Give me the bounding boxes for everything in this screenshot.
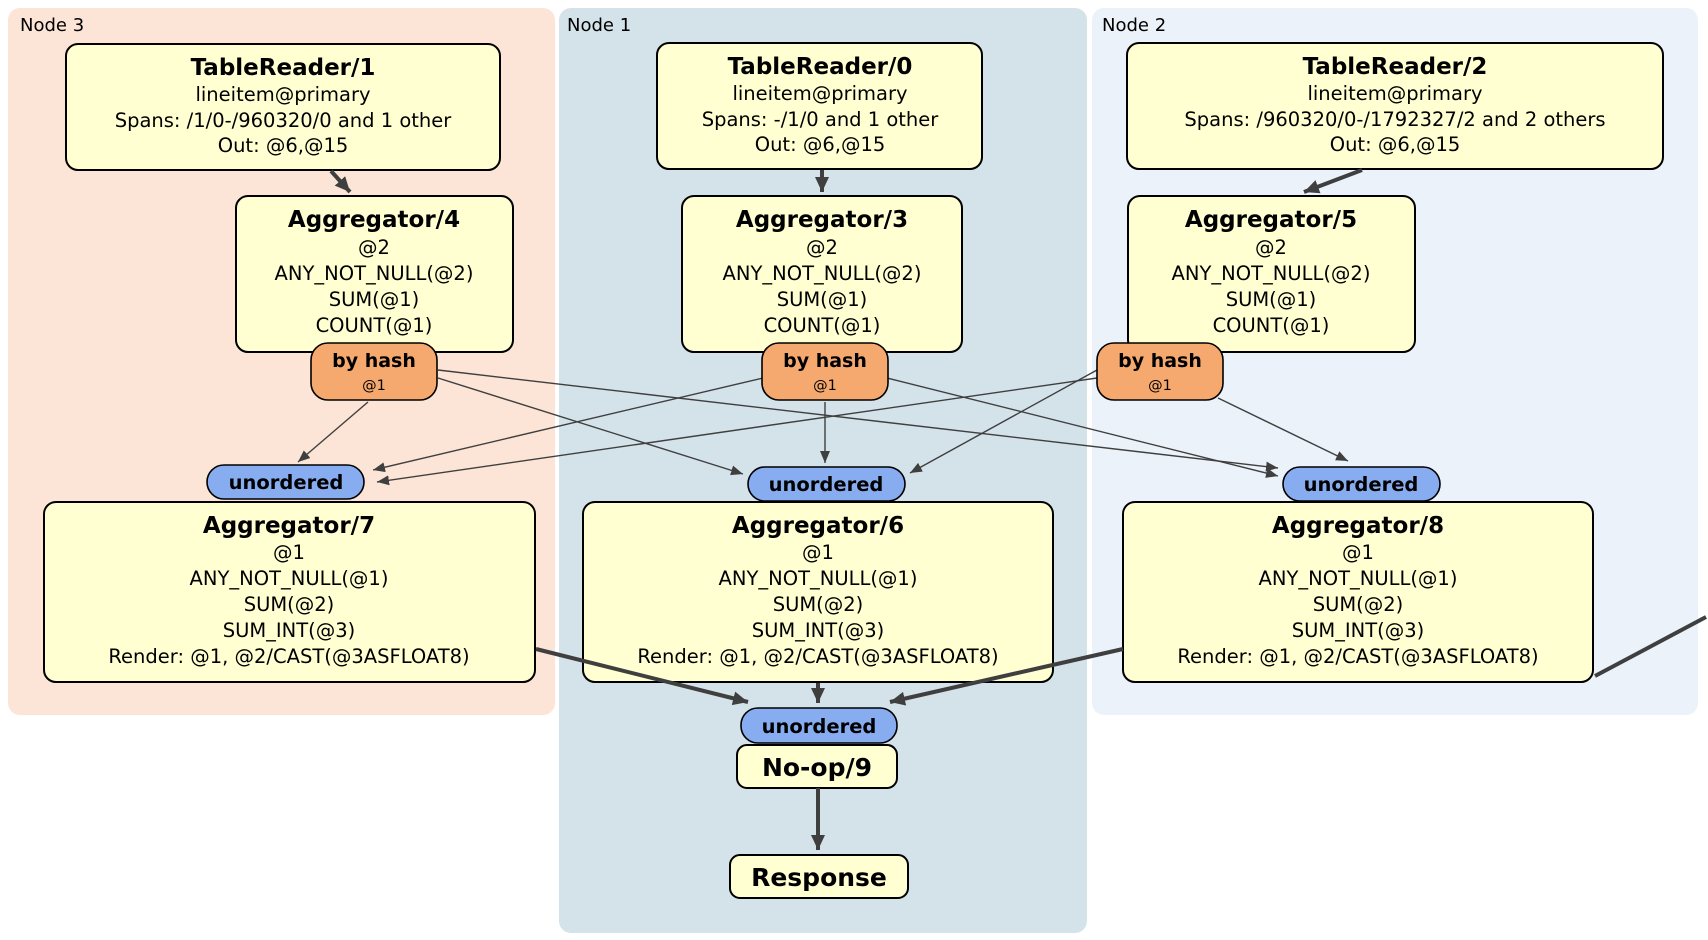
edge-hash4-sync-middle (437, 377, 744, 476)
aggregator6-box (582, 501, 1054, 683)
tablereader0-box (656, 42, 983, 170)
tablereader2-box (1126, 42, 1664, 170)
aggregator7-detail: Render: @1, @2/CAST(@3ASFLOAT8) (108, 645, 469, 668)
tablereader2-title: TableReader/2 (1303, 54, 1488, 80)
aggregator8-detail: ANY_NOT_NULL(@1) (1259, 567, 1458, 590)
tablereader2-detail: Out: @6,@15 (1330, 133, 1461, 156)
aggregator6-detail: Render: @1, @2/CAST(@3ASFLOAT8) (637, 645, 998, 668)
aggregator5-detail: SUM(@1) (1226, 288, 1317, 311)
edge-aggregator8-offcanvas (1594, 615, 1707, 678)
router-hash4 (310, 342, 438, 401)
router-hash4-column: @1 (362, 378, 386, 394)
aggregator8-detail: @1 (1342, 541, 1374, 564)
aggregator4-detail: @2 (358, 236, 390, 259)
aggregator3-detail: @2 (806, 236, 838, 259)
router-hash5 (1096, 342, 1224, 401)
aggregator4-title: Aggregator/4 (288, 207, 460, 233)
edge-hash5-sync-right (1217, 397, 1349, 462)
aggregator3-detail: SUM(@1) (777, 288, 868, 311)
aggregator4-detail: SUM(@1) (329, 288, 420, 311)
aggregator7-title: Aggregator/7 (203, 513, 375, 539)
aggregator3-detail: COUNT(@1) (764, 314, 881, 337)
edge-aggregator8-sync-final (889, 647, 1124, 706)
aggregator6-detail: @1 (802, 541, 834, 564)
tablereader1-detail: lineitem@primary (195, 83, 370, 106)
tablereader0-detail: lineitem@primary (732, 82, 907, 105)
tablereader0-detail: Spans: -/1/0 and 1 other (702, 108, 940, 131)
aggregator8-detail: SUM_INT(@3) (1292, 619, 1425, 642)
edge-tablereader1-aggregator4 (329, 169, 352, 194)
aggregator4-detail: ANY_NOT_NULL(@2) (275, 262, 474, 285)
aggregator8-title: Aggregator/8 (1272, 513, 1444, 539)
aggregator8-detail: Render: @1, @2/CAST(@3ASFLOAT8) (1177, 645, 1538, 668)
sync-left (206, 464, 365, 500)
response-box (729, 854, 909, 899)
sync-final (740, 707, 898, 744)
aggregator6-detail: SUM(@2) (773, 593, 864, 616)
edge-hash5-sync-middle (909, 369, 1098, 474)
aggregator7-detail: SUM(@2) (244, 593, 335, 616)
aggregator5-box (1127, 195, 1416, 353)
aggregator5-title: Aggregator/5 (1185, 207, 1357, 233)
aggregator3-title: Aggregator/3 (736, 207, 908, 233)
aggregator5-detail: ANY_NOT_NULL(@2) (1172, 262, 1371, 285)
region-node1-label: Node 1 (567, 15, 631, 36)
sync-middle-label: unordered (769, 473, 884, 496)
tablereader2-detail: Spans: /960320/0-/1792327/2 and 2 others (1184, 108, 1605, 131)
edge-hash3-sync-left (372, 377, 764, 473)
aggregator5-detail: @2 (1255, 236, 1287, 259)
sync-right (1282, 466, 1441, 502)
noop-title: No-op/9 (762, 753, 872, 782)
aggregator7-detail: ANY_NOT_NULL(@1) (190, 567, 389, 590)
edge-tablereader2-aggregator5 (1303, 168, 1363, 194)
tablereader1-detail: Spans: /1/0-/960320/0 and 1 other (115, 109, 453, 132)
sync-middle (747, 466, 906, 502)
edge-hash5-sync-left (376, 377, 1098, 486)
tablereader0-detail: Out: @6,@15 (755, 133, 886, 156)
tablereader0-title: TableReader/0 (728, 54, 913, 80)
response-title: Response (751, 863, 887, 892)
aggregator5-detail: COUNT(@1) (1213, 314, 1330, 337)
aggregator7-detail: @1 (273, 541, 305, 564)
sync-left-label: unordered (229, 471, 344, 494)
router-hash5-label: by hash (1118, 350, 1202, 372)
aggregator6-detail: SUM_INT(@3) (752, 619, 885, 642)
tablereader1-box (65, 43, 501, 171)
router-hash5-column: @1 (1148, 378, 1172, 394)
sync-final-label: unordered (762, 715, 877, 738)
router-hash3-label: by hash (783, 350, 867, 372)
sync-right-label: unordered (1304, 473, 1419, 496)
router-hash3 (761, 342, 889, 401)
tablereader1-title: TableReader/1 (191, 55, 376, 81)
tablereader2-detail: lineitem@primary (1307, 82, 1482, 105)
aggregator3-detail: ANY_NOT_NULL(@2) (723, 262, 922, 285)
edge-hash3-sync-right (886, 377, 1279, 478)
aggregator4-detail: COUNT(@1) (316, 314, 433, 337)
edge-hash4-sync-right (437, 369, 1279, 472)
aggregator8-detail: SUM(@2) (1313, 593, 1404, 616)
router-hash4-label: by hash (332, 350, 416, 372)
aggregator8-box (1122, 501, 1594, 683)
aggregator6-detail: ANY_NOT_NULL(@1) (719, 567, 918, 590)
region-node2-label: Node 2 (1102, 15, 1166, 36)
aggregator7-box (43, 501, 536, 683)
router-hash3-column: @1 (813, 378, 837, 394)
region-node3-label: Node 3 (20, 15, 84, 36)
aggregator7-detail: SUM_INT(@3) (223, 619, 356, 642)
edge-aggregator7-sync-final (535, 647, 749, 706)
aggregator6-title: Aggregator/6 (732, 513, 904, 539)
edge-hash4-sync-left (297, 401, 369, 463)
tablereader1-detail: Out: @6,@15 (218, 134, 349, 157)
